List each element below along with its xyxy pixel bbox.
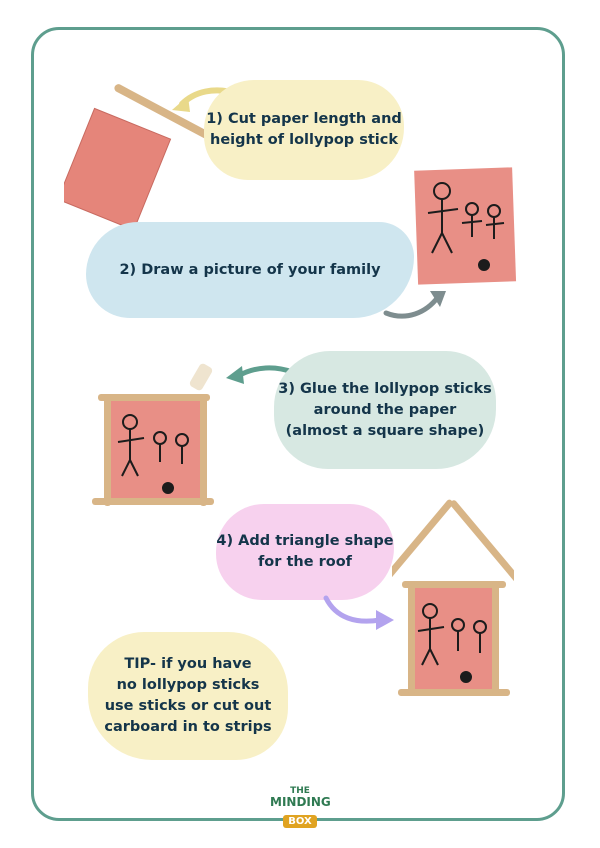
step4-bubble: 4) Add triangle shape for the roof	[216, 504, 394, 600]
arrow-up-right-icon	[383, 291, 446, 319]
step2-bubble: 2) Draw a picture of your family	[86, 222, 414, 318]
step4-text: 4) Add triangle shape for the roof	[216, 533, 394, 570]
step4-house-craft	[392, 499, 514, 696]
step3-framed-drawing	[92, 363, 214, 506]
tip-text: TIP- if you have no lollypop sticks use …	[104, 656, 272, 735]
step3-bubble: 3) Glue the lollypop sticks around the p…	[274, 351, 496, 469]
logo-line2: MINDING	[270, 795, 331, 809]
roof-stick-right	[450, 500, 514, 589]
glue-stick-icon	[189, 363, 213, 391]
logo-line3: BOX	[283, 815, 317, 828]
minding-box-logo: THE MINDING BOX	[270, 786, 331, 838]
step2-text: 2) Draw a picture of your family	[119, 261, 381, 278]
tip-bubble: TIP- if you have no lollypop sticks use …	[88, 632, 288, 760]
step2-family-drawing	[414, 167, 517, 285]
step1-bubble: 1) Cut paper length and height of lollyp…	[204, 80, 404, 180]
arrow-right-icon	[323, 595, 394, 630]
logo-line1: THE	[290, 786, 310, 796]
step3-text: 3) Glue the lollypop sticks around the p…	[278, 380, 492, 439]
lollypop-stick	[114, 84, 211, 140]
step1-text: 1) Cut paper length and height of lollyp…	[206, 111, 402, 148]
roof-stick-left	[392, 499, 454, 588]
red-paper-sheet	[64, 108, 171, 231]
